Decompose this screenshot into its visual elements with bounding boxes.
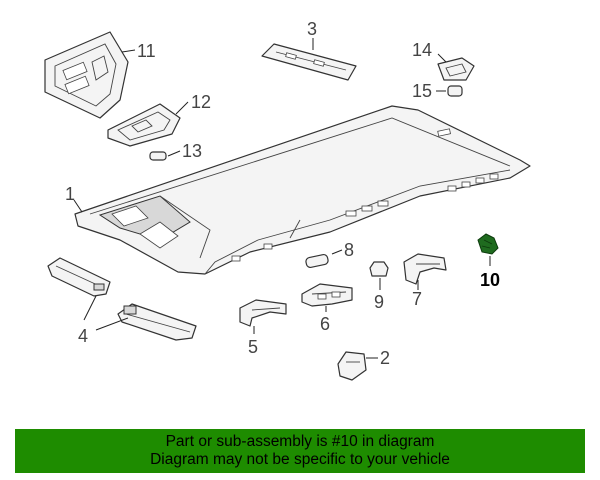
callout-13: 13 (182, 141, 202, 161)
callout-10: 10 (480, 270, 500, 290)
parts-diagram: 11 12 13 3 14 15 1 8 10 7 9 6 4 5 2 (44, 19, 531, 381)
callout-9: 9 (374, 292, 384, 312)
callout-14: 14 (412, 40, 432, 60)
part-6-grab-handle (301, 283, 353, 312)
callout-8: 8 (344, 240, 354, 260)
part-8-clip (305, 249, 343, 269)
part-4-sun-visor-left (47, 257, 111, 297)
callout-3: 3 (307, 19, 317, 39)
part-9-cap (369, 261, 389, 290)
part-7-grab-handle (403, 253, 447, 290)
callout-12: 12 (191, 92, 211, 112)
part-1-headliner (73, 105, 531, 275)
part-12-map-lamp (107, 101, 189, 147)
notice-line-1: Part or sub-assembly is #10 in diagram (165, 433, 435, 450)
part-13-bulb (149, 150, 181, 161)
callout-11: 11 (137, 41, 156, 61)
callout-5: 5 (248, 337, 258, 357)
part-5-grab-handle (239, 299, 287, 334)
part-3-trim-strip (261, 38, 357, 81)
part-14-clip (437, 53, 475, 81)
notice-line-2: Diagram may not be specific to your vehi… (150, 451, 450, 468)
callout-7: 7 (412, 289, 422, 309)
leader-4 (83, 295, 129, 331)
part-2-dome-lamp (337, 351, 378, 381)
part-10-highlighted-clip (477, 233, 499, 266)
part-11-overhead-console (44, 31, 136, 119)
part-15-bulb (436, 85, 463, 97)
callout-2: 2 (380, 348, 390, 368)
callout-4: 4 (78, 326, 88, 346)
callout-1: 1 (65, 184, 75, 204)
callout-15: 15 (412, 81, 432, 101)
part-4-sun-visor-right (117, 303, 197, 341)
callout-6: 6 (320, 314, 330, 334)
notice-banner: Part or sub-assembly is #10 in diagram D… (15, 429, 585, 473)
